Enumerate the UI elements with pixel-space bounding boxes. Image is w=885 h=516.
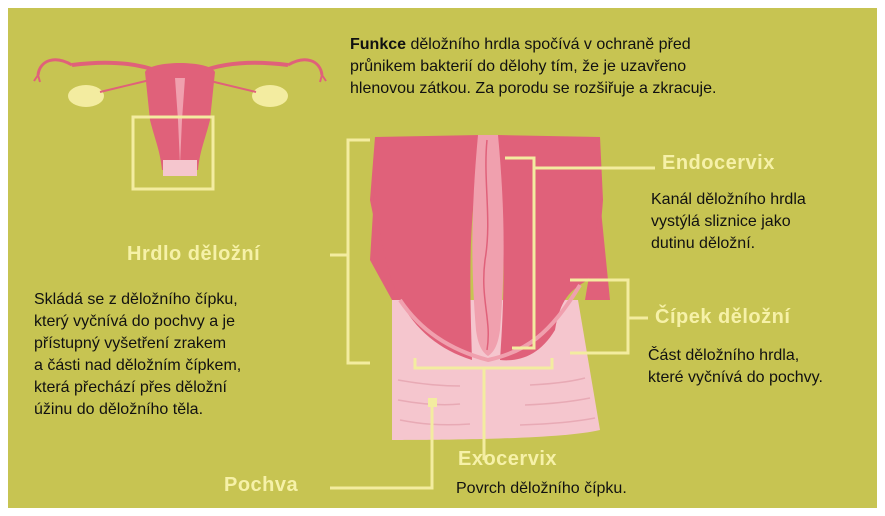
exocervix-title: Exocervix [458,448,557,471]
cipek-title: Čípek děložní [655,306,790,329]
intro-line-3: hlenovou zátkou. Za porodu se rozšiřuje … [350,78,716,100]
uterus-overview-icon [34,60,326,189]
hrdlo-bracket [330,140,370,363]
exocervix-description: Povrch děložního čípku. [456,478,627,500]
pochva-title: Pochva [224,474,298,497]
intro-line-1-rest: děložního hrdla spočívá v ochraně před [406,36,691,53]
hrdlo-line: který vyčnívá do pochvy a je [34,311,241,333]
intro-line-1: Funkce děložního hrdla spočívá v ochraně… [350,34,716,56]
endocervix-line: vystýlá sliznice jako [651,211,806,233]
hrdlo-line: přístupný vyšetření zrakem [34,333,241,355]
cipek-line: které vyčnívá do pochvy. [648,367,823,389]
hrdlo-line: Skládá se z děložního čípku, [34,289,241,311]
exocervix-line: Povrch děložního čípku. [456,478,627,500]
cipek-description: Část děložního hrdla, které vyčnívá do p… [648,345,823,389]
hrdlo-line: která přechází přes děložní [34,377,241,399]
intro-text: Funkce děložního hrdla spočívá v ochraně… [350,34,716,100]
endocervix-description: Kanál děložního hrdla vystýlá sliznice j… [651,189,806,255]
cipek-line: Část děložního hrdla, [648,345,823,367]
hrdlo-line: a části nad děložním čípkem, [34,355,241,377]
hrdlo-title: Hrdlo děložní [127,243,260,266]
intro-bold-word: Funkce [350,36,406,53]
endocervix-line: dutinu děložní. [651,233,806,255]
hrdlo-line: úžinu do děložního těla. [34,399,241,421]
hrdlo-description: Skládá se z děložního čípku, který vyční… [34,289,241,421]
intro-line-2: průnikem bakterií do dělohy tím, že je u… [350,56,716,78]
endocervix-line: Kanál děložního hrdla [651,189,806,211]
endocervix-title: Endocervix [662,152,775,175]
